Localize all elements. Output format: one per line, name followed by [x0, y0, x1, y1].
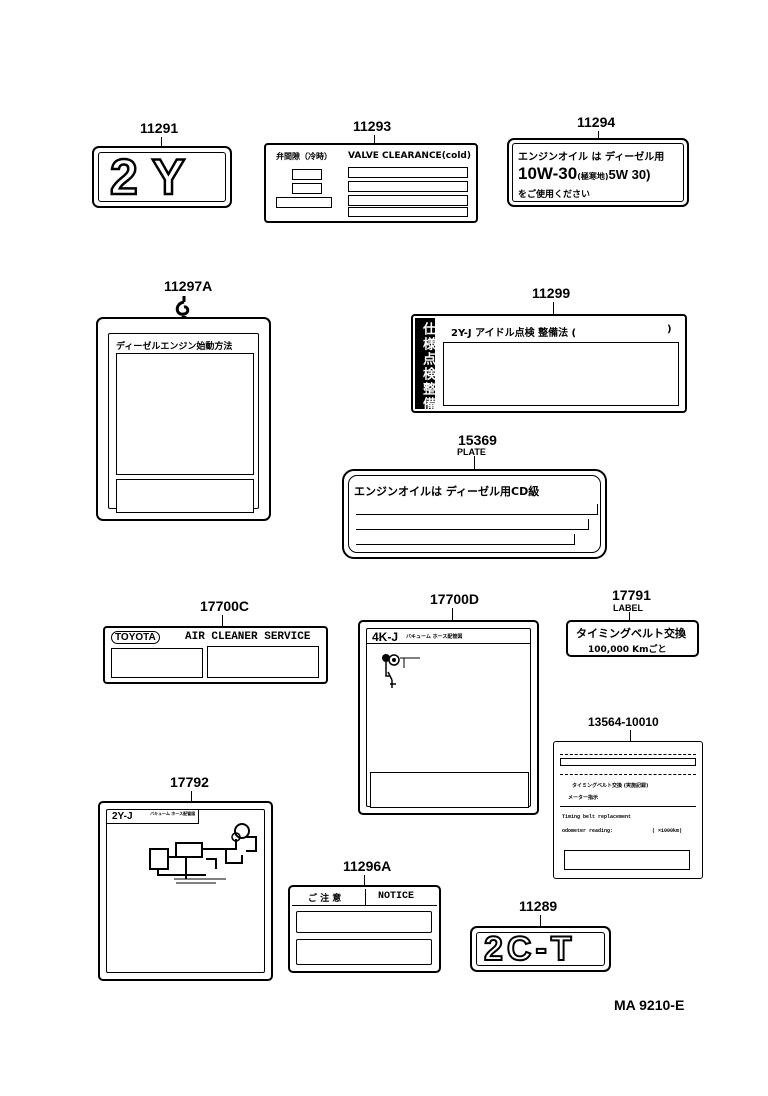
toyota-logo-text: TOYOTA — [111, 631, 160, 644]
vacuum-hose-diagram-icon — [382, 654, 420, 688]
oil-grade-text: 10W-30 — [518, 164, 578, 183]
leader-line — [474, 456, 475, 470]
label-11299: 仕様点検整備 2Y-J アイドル点検 整備法 ( ) — [411, 314, 687, 413]
leader-line — [630, 730, 631, 742]
vacuum-diagram-header-2y: 2Y-J — [112, 811, 133, 822]
oil-grade-small: (極寒地) — [577, 172, 609, 181]
leader-line — [161, 137, 162, 149]
part-number-11293: 11293 — [353, 118, 392, 134]
vacuum-diagram-subheader: バキューム ホース配管図 — [406, 634, 463, 640]
label-15369: エンジンオイルは ディーゼル用CD級 — [342, 469, 607, 559]
label-11291: 2Y — [92, 146, 232, 208]
notice-jp-text: ご 注 意 — [308, 894, 342, 904]
odometer-en: odometer reading: — [562, 828, 614, 834]
part-number-17792: 17792 — [170, 774, 209, 790]
label-17792: 2Y-J バキューム ホース配管図 — [98, 801, 273, 981]
part-number-15369: 15369 — [458, 432, 497, 448]
valve-header-jp: 弁間隙（冷時） — [276, 152, 332, 161]
label-17791: タイミングベルト交換 100,000 Kmごと — [566, 620, 699, 657]
part-number-11294: 11294 — [577, 114, 616, 130]
part-number-11291: 11291 — [140, 120, 179, 136]
part-sublabel-plate: PLATE — [457, 447, 486, 457]
part-sublabel-label: LABEL — [613, 603, 643, 613]
oil-line-3: をご使用ください — [518, 190, 591, 200]
air-cleaner-title: AIR CLEANER SERVICE — [185, 631, 311, 643]
label-11296A: ご 注 意 NOTICE — [288, 885, 441, 973]
label-11293: 弁間隙（冷時） VALVE CLEARANCE(cold) — [264, 143, 478, 223]
leader-line — [629, 612, 630, 622]
vacuum-hose-diagram-icon — [149, 823, 257, 884]
leader-line — [222, 615, 223, 627]
part-number-11299: 11299 — [532, 285, 571, 301]
timing-belt-interval: 100,000 Kmごと — [588, 645, 667, 655]
oil-line-1: エンジンオイル は ディーゼル用 — [518, 152, 665, 163]
leader-line — [540, 915, 541, 927]
valve-header-en: VALVE CLEARANCE(cold) — [348, 151, 471, 161]
notice-en-text: NOTICE — [378, 891, 415, 902]
timing-record-en: Timing belt replacement — [562, 814, 632, 820]
oil-cd-text: エンジンオイルは ディーゼル用CD級 — [354, 485, 540, 498]
leader-line — [598, 131, 599, 139]
part-number-11297A: 11297A — [164, 278, 213, 294]
vacuum-diagram-subheader-2y: バキューム ホース配管図 — [150, 811, 196, 816]
odometer-unit: ( ×1000km) — [652, 828, 683, 834]
vacuum-diagram-header: 4K-J — [372, 630, 399, 644]
leader-line — [191, 791, 192, 803]
engine-code-text: 2Y — [109, 148, 200, 207]
idle-spec-close: ) — [667, 324, 672, 335]
part-number-13564-10010: 13564-10010 — [588, 715, 659, 729]
odometer-jp: メーター指示 — [568, 795, 599, 801]
diesel-start-title: ディーゼルエンジン始動方法 — [116, 342, 233, 352]
part-number-11289: 11289 — [519, 898, 558, 914]
timing-record-jp: タイミングベルト交換 (実施記録) — [572, 783, 649, 789]
label-11289: 2C-T — [470, 926, 611, 972]
part-number-17700C: 17700C — [200, 598, 250, 614]
leader-line — [553, 302, 554, 316]
idle-spec-header: 2Y-J アイドル点検 整備法 ( — [451, 328, 577, 339]
engine-code-text: 2C-T — [483, 929, 576, 969]
leader-line — [374, 135, 375, 145]
timing-belt-title: タイミングベルト交換 — [576, 627, 686, 640]
spec-side-text: 仕様点検整備 — [420, 322, 435, 412]
label-17700D: 4K-J バキューム ホース配管図 — [358, 620, 539, 815]
part-number-11296A: 11296A — [343, 858, 392, 874]
label-11294: エンジンオイル は ディーゼル用 10W-30(極寒地)5W 30) をご使用く… — [507, 138, 689, 207]
leader-line — [364, 875, 365, 887]
leader-line — [452, 608, 453, 622]
label-11297A: ディーゼルエンジン始動方法 — [96, 317, 271, 521]
diagram-reference-code: MA 9210-E — [614, 997, 685, 1013]
part-number-17791: 17791 — [612, 587, 651, 603]
oil-grade-tail: 5W 30) — [608, 167, 651, 182]
label-13564-10010: タイミングベルト交換 (実施記録) メーター指示 Timing belt rep… — [553, 741, 703, 879]
part-number-17700D: 17700D — [430, 591, 480, 607]
label-17700C: TOYOTA AIR CLEANER SERVICE — [103, 626, 328, 684]
